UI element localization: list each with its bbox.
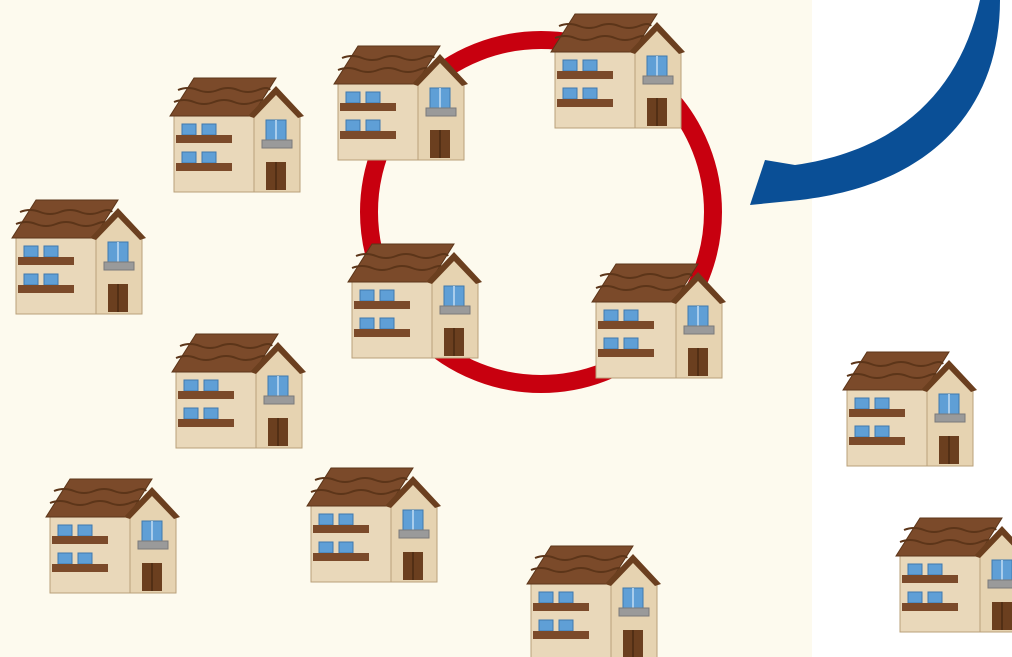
house-icon bbox=[46, 479, 180, 593]
house-icon bbox=[896, 518, 1012, 632]
house-icon bbox=[527, 546, 661, 657]
house-icon bbox=[172, 334, 306, 448]
house-icon bbox=[348, 244, 482, 358]
house-icon bbox=[170, 78, 304, 192]
house-icon bbox=[592, 264, 726, 378]
house-icon bbox=[307, 468, 441, 582]
house-icon bbox=[334, 46, 468, 160]
house-icon bbox=[12, 200, 146, 314]
house-icon bbox=[551, 14, 685, 128]
house-icon bbox=[843, 352, 977, 466]
